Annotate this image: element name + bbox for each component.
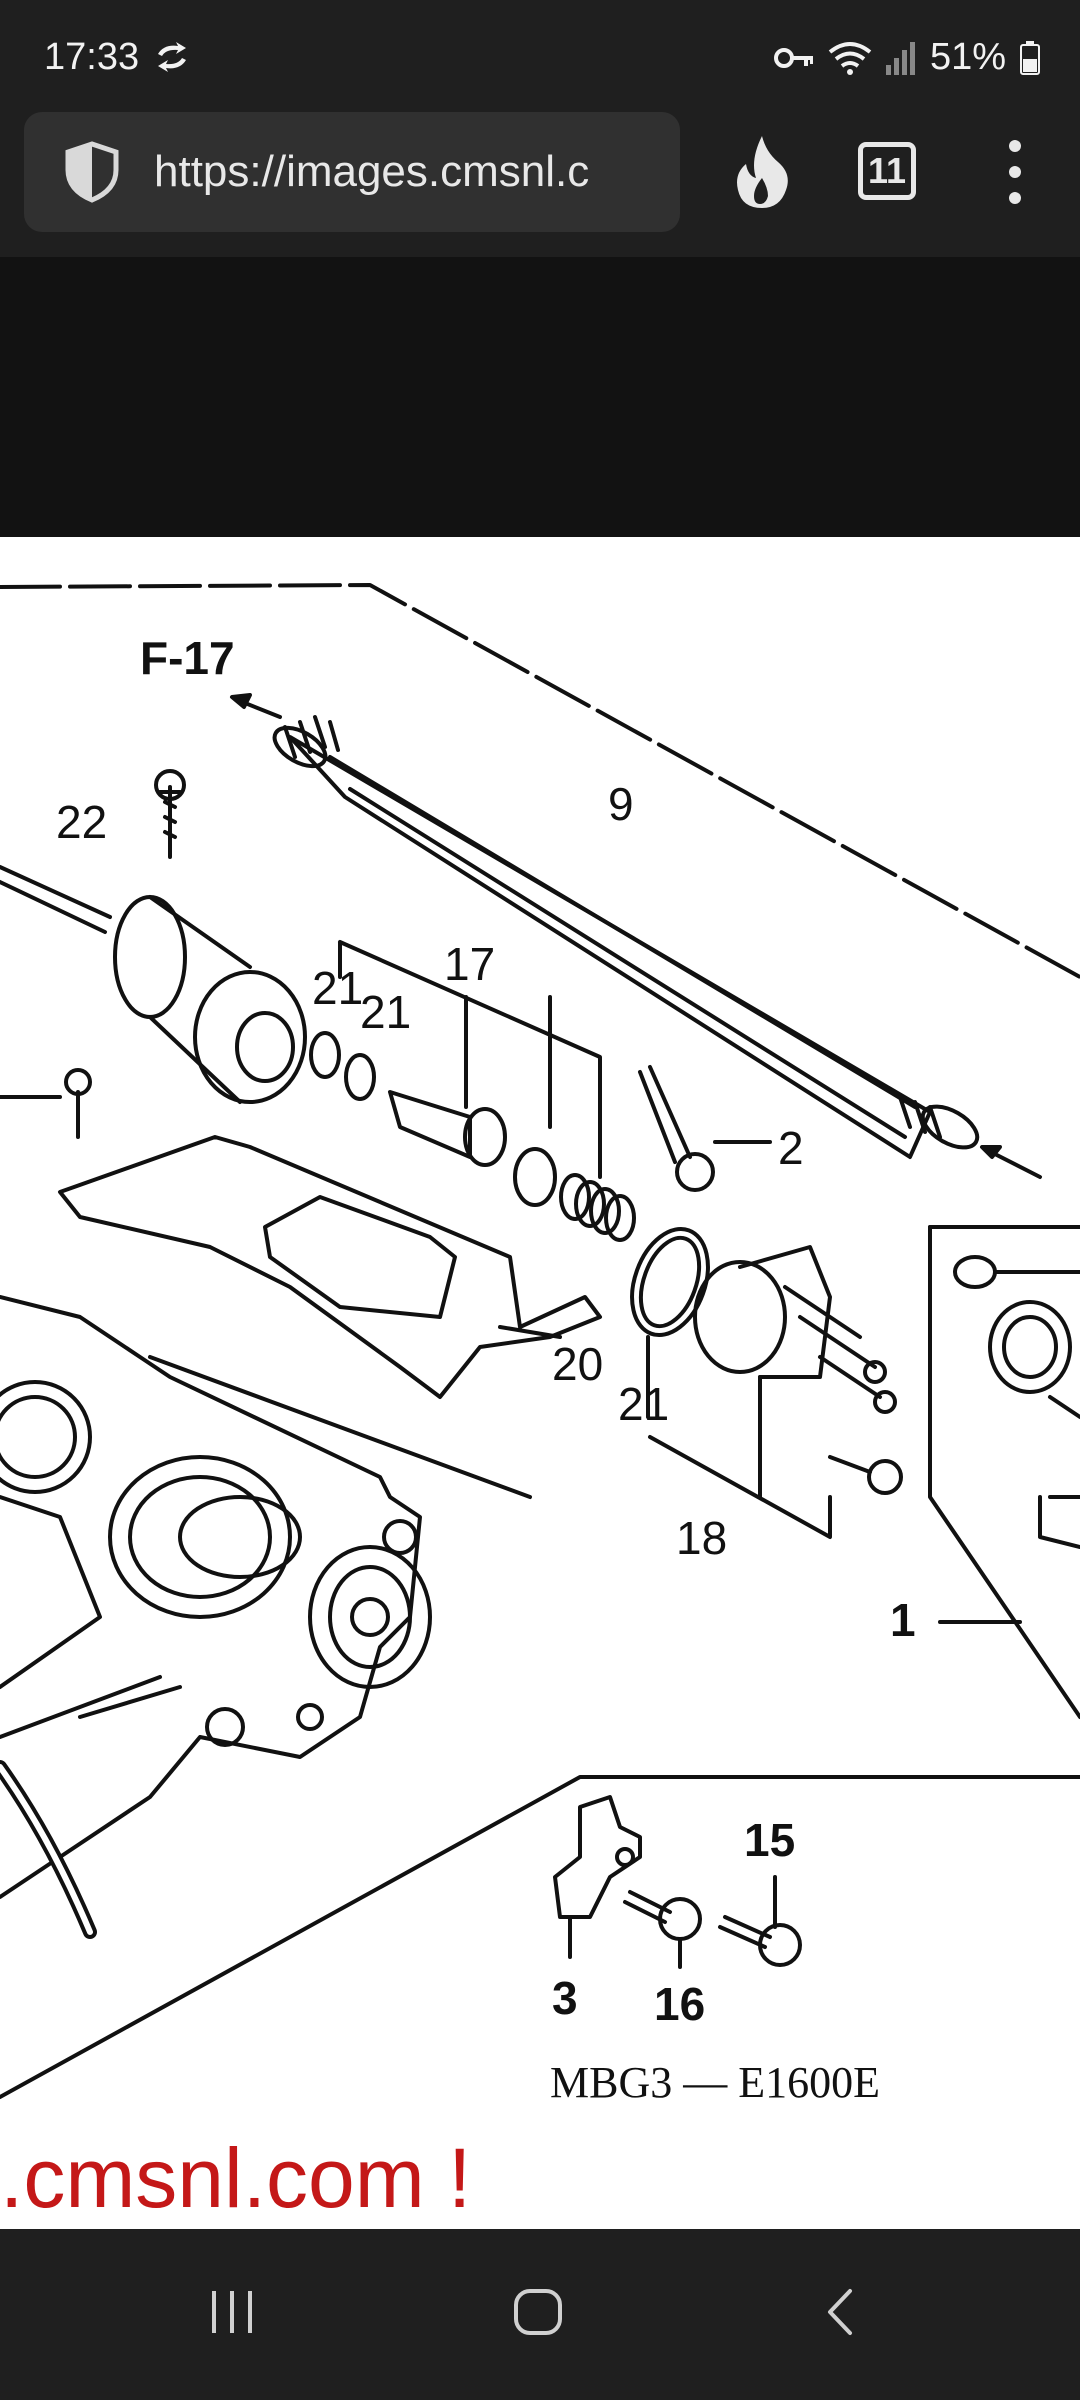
part-label: 21 bbox=[360, 986, 412, 1038]
part-label: 21 bbox=[618, 1378, 670, 1430]
browser-toolbar: https://images.cmsnl.c 11 bbox=[0, 112, 1080, 257]
back-icon[interactable] bbox=[820, 2287, 860, 2337]
home-icon[interactable] bbox=[512, 2287, 564, 2337]
parts-diagram-image[interactable]: F-17 22 9 21 21 17 2 20 21 18 1 15 3 16 … bbox=[0, 537, 1080, 2229]
signal-icon bbox=[885, 41, 915, 75]
status-icons: 51% bbox=[773, 36, 1040, 79]
menu-icon[interactable] bbox=[1000, 136, 1030, 208]
status-bar: 17:33 51% bbox=[0, 0, 1080, 112]
fire-icon[interactable] bbox=[728, 134, 796, 210]
wifi-icon bbox=[828, 41, 872, 75]
url-bar[interactable]: https://images.cmsnl.c bbox=[24, 112, 680, 232]
image-letterbox-top bbox=[0, 257, 1080, 537]
part-label: 15 bbox=[744, 1814, 796, 1866]
battery-icon bbox=[1020, 40, 1040, 75]
part-label: 17 bbox=[444, 938, 496, 990]
navigation-bar bbox=[0, 2229, 1080, 2400]
part-label: 18 bbox=[676, 1512, 728, 1564]
part-label: 21 bbox=[312, 962, 364, 1014]
part-label: 16 bbox=[654, 1978, 706, 2030]
shield-icon[interactable] bbox=[60, 140, 124, 204]
part-label: 3 bbox=[552, 1972, 578, 2024]
url-text[interactable]: https://images.cmsnl.c bbox=[154, 147, 590, 196]
part-label: 9 bbox=[608, 778, 634, 830]
part-label: 2 bbox=[778, 1122, 804, 1174]
diagram-code: MBG3 — E1600E bbox=[550, 2058, 880, 2107]
figure-ref-label: F-17 bbox=[140, 632, 235, 684]
status-time: 17:33 bbox=[44, 36, 140, 78]
part-label: 20 bbox=[552, 1338, 604, 1390]
part-label: 1 bbox=[890, 1594, 916, 1646]
watermark-text: .cmsnl.com ! bbox=[0, 2131, 472, 2225]
sync-icon bbox=[158, 42, 186, 72]
tabs-icon[interactable]: 11 bbox=[858, 142, 916, 200]
part-label: 22 bbox=[56, 796, 108, 848]
battery-percent: 51% bbox=[929, 36, 1006, 78]
recent-apps-icon[interactable] bbox=[208, 2287, 258, 2337]
diagram-drawing bbox=[0, 583, 1080, 2099]
key-icon bbox=[773, 47, 813, 68]
